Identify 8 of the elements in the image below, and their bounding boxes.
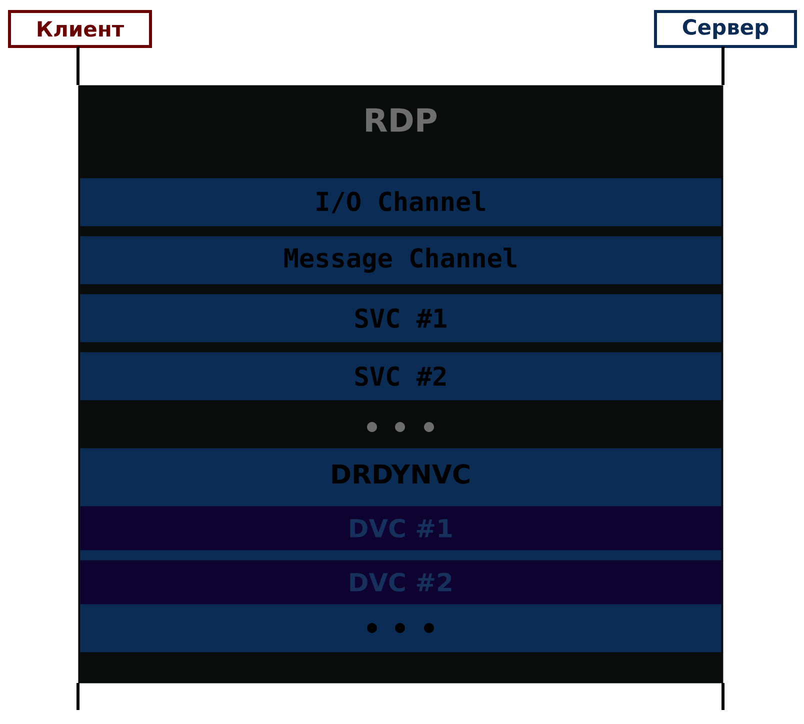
lifeline [722, 46, 724, 85]
channel-band: I/O Channel [80, 178, 722, 226]
channel-band: SVC #1 [80, 294, 722, 342]
actor-box: Клиент [8, 10, 152, 48]
lifeline [76, 46, 80, 85]
actor-box: Сервер [654, 10, 797, 48]
channel-band: Message Channel [80, 236, 722, 284]
channel-band: SVC #2 [80, 352, 722, 400]
